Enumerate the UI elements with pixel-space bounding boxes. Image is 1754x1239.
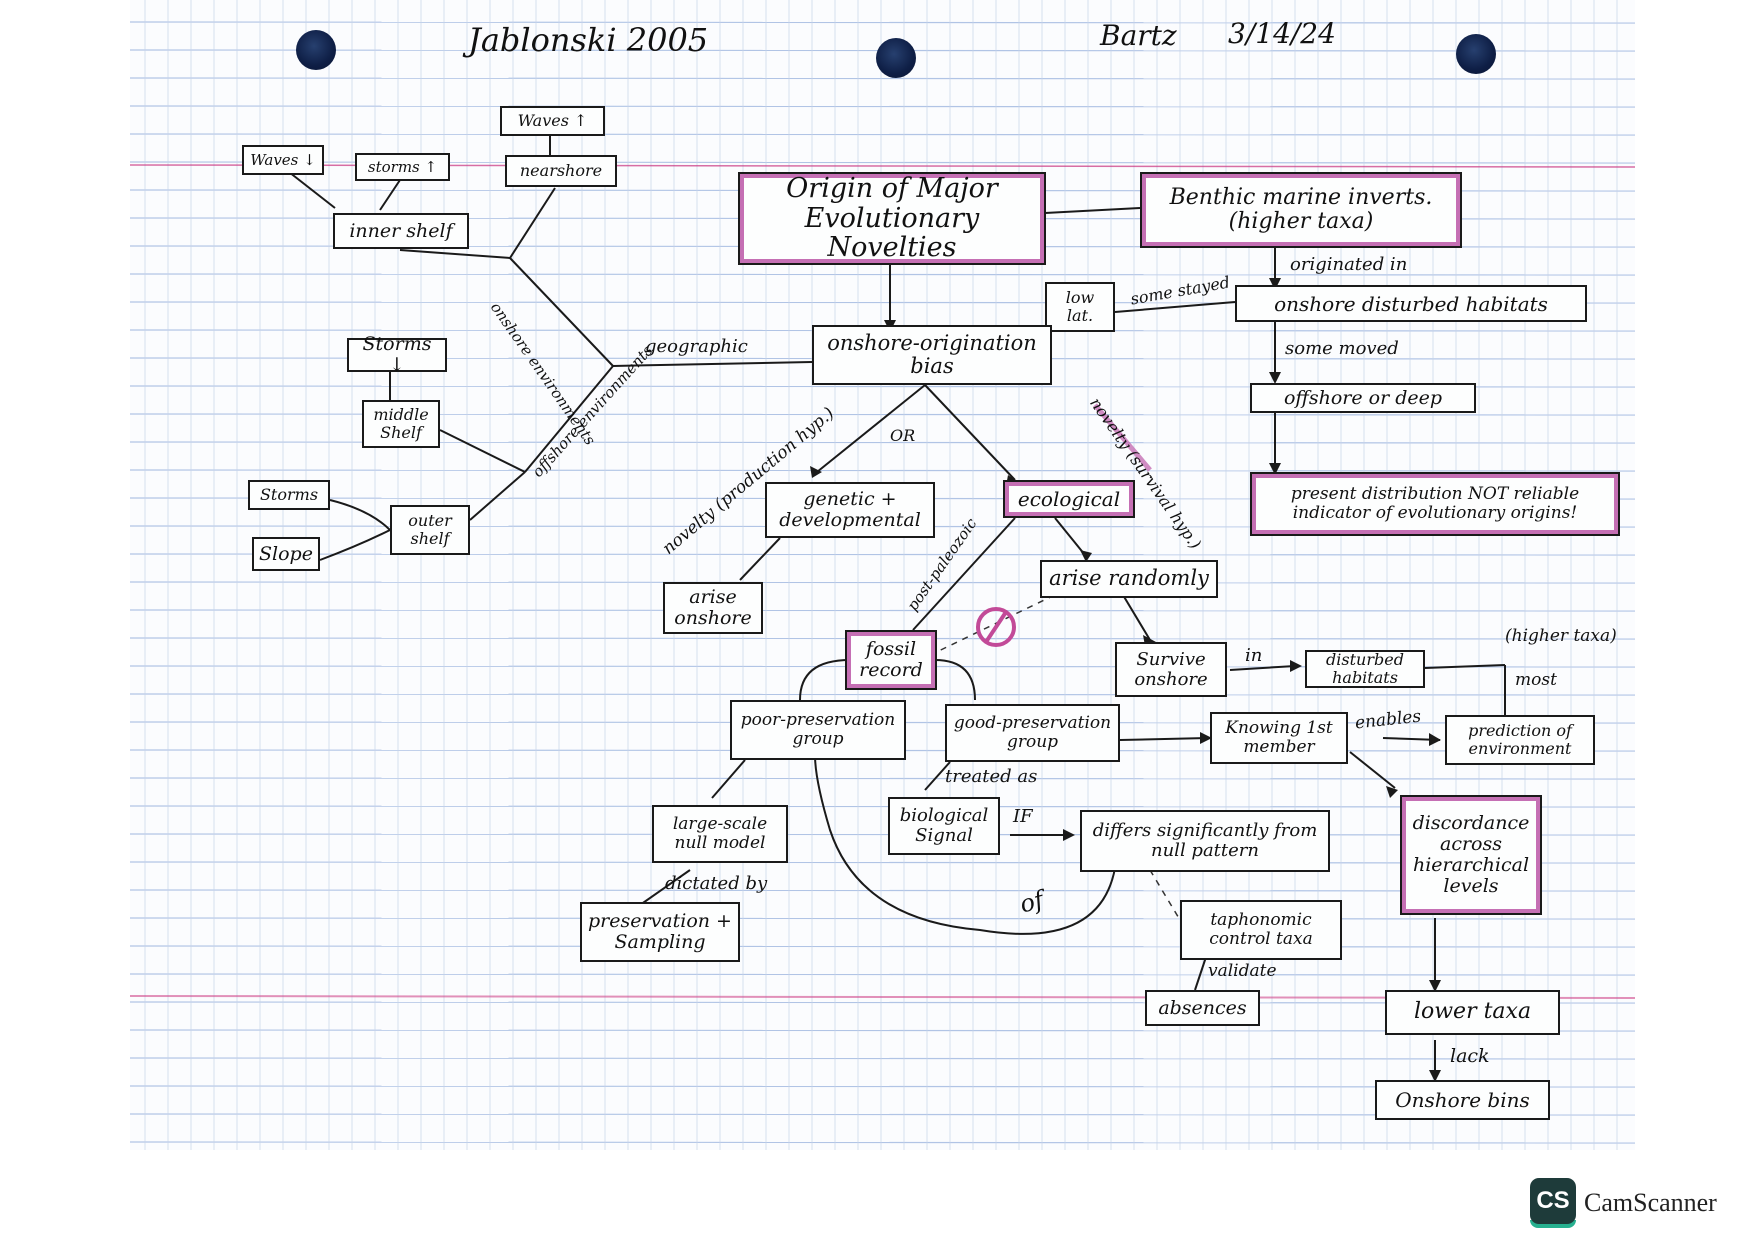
camscanner-logo: CS <box>1530 1178 1576 1228</box>
node-onshore-origination-bias: onshore-origination bias <box>812 325 1052 385</box>
prohibition-symbol <box>976 607 1016 647</box>
ruled-line <box>129 1029 1636 1032</box>
node-fossil-record: fossil record <box>845 630 937 690</box>
node-storms-down: Storms ↓ <box>347 334 447 375</box>
node-low-lat: low lat. <box>1045 282 1115 332</box>
node-inner-shelf: inner shelf <box>333 213 469 249</box>
ruled-line <box>129 469 1636 472</box>
author-name: Bartz <box>1100 19 1177 52</box>
ruled-line <box>129 833 1636 836</box>
label-validate: validate <box>1208 961 1277 981</box>
ruled-line <box>129 1141 1636 1144</box>
ruled-line <box>129 973 1636 976</box>
binder-hole-left <box>296 30 336 70</box>
ruled-line <box>129 21 1636 24</box>
ruled-line <box>129 581 1636 584</box>
node-differs: differs significantly from null pattern <box>1080 810 1330 872</box>
node-lower-taxa: lower taxa <box>1385 990 1560 1035</box>
node-absences: absences <box>1145 990 1260 1026</box>
binder-hole-middle <box>876 38 916 78</box>
ruled-line <box>129 861 1636 864</box>
node-poor-preservation: poor-preservation group <box>730 700 906 760</box>
node-ecological: ecological <box>1003 480 1135 518</box>
node-survive-onshore: Survive onshore <box>1115 642 1227 697</box>
node-outer-shelf: outer shelf <box>390 505 470 555</box>
ruled-line <box>129 945 1636 948</box>
node-preservation-sampling: preservation + Sampling <box>580 902 740 962</box>
node-onshore-bins: Onshore bins <box>1375 1080 1550 1120</box>
node-large-scale-null: large-scale null model <box>652 805 788 863</box>
node-waves-up: Waves ↑ <box>500 106 605 136</box>
node-offshore-deep: offshore or deep <box>1250 383 1476 413</box>
node-origin: Origin of Major Evolutionary Novelties <box>738 172 1046 265</box>
dashed-lines <box>919 589 1181 921</box>
ruled-line <box>129 805 1636 808</box>
node-knowing-first: Knowing 1st member <box>1210 712 1348 764</box>
ruled-line <box>129 133 1636 136</box>
ruled-line <box>129 609 1636 612</box>
margin-line-bottom <box>129 995 1636 999</box>
connector-lines <box>279 132 1506 1075</box>
page-title: Jablonski 2005 <box>468 21 709 59</box>
node-onshore-disturbed: onshore disturbed habitats <box>1235 285 1587 322</box>
node-middle-shelf: middle Shelf <box>362 400 440 448</box>
label-dictated-by: dictated by <box>665 873 768 894</box>
ruled-line <box>129 553 1636 556</box>
arrowheads <box>810 278 1441 1082</box>
node-arise-randomly: arise randomly <box>1040 560 1218 598</box>
camscanner-brand: CamScanner <box>1584 1188 1717 1217</box>
node-storms: Storms <box>248 480 330 510</box>
label-treated-as: treated as <box>945 766 1038 787</box>
ruled-line <box>129 1057 1636 1060</box>
ruled-line <box>129 889 1636 892</box>
ruled-line <box>129 273 1636 276</box>
label-some-moved: some moved <box>1285 338 1399 359</box>
ruled-line <box>129 917 1636 920</box>
label-or: OR <box>890 426 916 445</box>
node-prediction: prediction of environment <box>1445 715 1595 765</box>
pink-highlight-marks <box>1093 403 1152 472</box>
node-biological-signal: biological Signal <box>888 797 1000 855</box>
node-benthic: Benthic marine inverts. (higher taxa) <box>1140 172 1462 248</box>
label-lack: lack <box>1450 1045 1490 1067</box>
ruled-line <box>129 693 1636 696</box>
node-arise-onshore: arise onshore <box>663 582 763 634</box>
ruled-line <box>129 105 1636 108</box>
label-most: most <box>1515 670 1557 690</box>
ruled-line <box>129 1001 1636 1004</box>
node-good-preservation: good-preservation group <box>945 704 1120 762</box>
label-if: IF <box>1013 806 1033 827</box>
node-nearshore: nearshore <box>505 155 617 187</box>
label-geographic: geographic <box>645 336 748 357</box>
node-storms-up: storms ↑ <box>355 153 450 181</box>
node-present-distribution: present distribution NOT reliable indica… <box>1250 472 1620 536</box>
label-higher-taxa: (higher taxa) <box>1505 626 1617 646</box>
binder-hole-right <box>1456 34 1496 74</box>
node-slope: Slope <box>252 537 320 571</box>
node-waves-down: Waves ↓ <box>242 145 324 175</box>
ruled-line <box>129 77 1636 80</box>
node-taphonomic: taphonomic control taxa <box>1180 900 1342 960</box>
node-disturbed-habitats: disturbed habitats <box>1305 650 1425 688</box>
label-originated-in: originated in <box>1290 254 1408 275</box>
note-date: 3/14/24 <box>1228 17 1336 50</box>
label-in: in <box>1245 645 1263 666</box>
node-genetic-developmental: genetic + developmental <box>765 482 935 538</box>
node-discordance: discordance across hierarchical levels <box>1400 795 1542 915</box>
